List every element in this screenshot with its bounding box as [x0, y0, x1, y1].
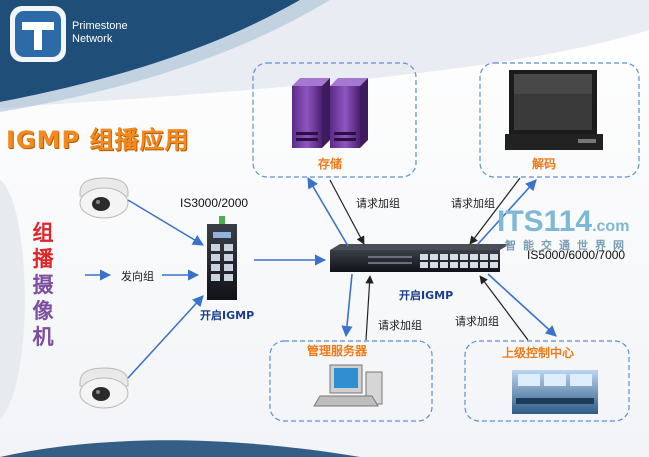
brand-line1: Primestone: [72, 20, 128, 32]
arrow-camera-top-to-switch: [127, 199, 204, 246]
camera-group-char-3: 摄: [32, 273, 54, 297]
header-band: [0, 0, 649, 112]
arrow-camera-bottom-to-switch: [127, 295, 204, 379]
arrow-decoder-join: [469, 177, 521, 245]
camera-group-char-1: 组: [32, 221, 54, 245]
camera-bottom-icon: [79, 367, 129, 409]
control-center-image: [512, 370, 598, 414]
page-title: IGMP 组播应用: [6, 126, 190, 154]
bottom-band: [0, 440, 360, 457]
access-switch-igmp: 开启IGMP: [200, 309, 255, 322]
watermark-main: ITS114: [497, 205, 593, 238]
core-switch-model: IS5000/6000/7000: [527, 248, 626, 262]
decoder-monitor-icon: [505, 70, 603, 150]
left-band: [0, 180, 25, 420]
storage-server-icon: [292, 78, 368, 148]
join-request-decoder: 请求加组: [451, 197, 495, 210]
primestone-logo-icon: [10, 6, 66, 62]
arrow-storage-join: [329, 179, 365, 245]
arrow-mgmt-join: [365, 275, 374, 341]
mgmt-server-box: [269, 340, 433, 422]
mgmt-server-pc-icon: [313, 364, 383, 407]
control-center-box: [464, 340, 630, 422]
camera-group-char-4: 像: [32, 299, 54, 323]
arrow-core-to-mgmt: [341, 273, 353, 338]
decoder-box: [479, 62, 640, 178]
arrow-control-join: [479, 275, 529, 341]
arrow-core-to-storage: [307, 177, 349, 247]
core-switch-icon: [330, 244, 510, 272]
access-switch-model: IS3000/2000: [180, 196, 249, 210]
watermark-subtitle: 智能交通世界网: [505, 240, 631, 252]
its114-watermark: ITS114.com 智能交通世界网: [497, 205, 630, 252]
camera-top-icon: [79, 177, 129, 219]
decoder-title: 解码: [532, 157, 557, 171]
send-group-label: 发向组: [121, 270, 154, 283]
arrow-core-to-decoder: [477, 179, 537, 245]
camera-group-char-5: 机: [32, 325, 54, 349]
storage-box: [252, 62, 417, 178]
access-switch-icon: [207, 216, 237, 300]
core-switch-igmp: 开启IGMP: [399, 289, 454, 302]
arrow-core-to-control: [487, 273, 557, 337]
camera-group-char-2: 播: [32, 247, 54, 271]
control-center-title: 上级控制中心: [502, 346, 575, 360]
join-request-mgmt: 请求加组: [378, 319, 422, 332]
brand-name: Primestone Network: [72, 20, 128, 46]
storage-title: 存储: [318, 157, 343, 171]
brand-line2: Network: [72, 33, 113, 45]
join-request-storage: 请求加组: [356, 197, 400, 210]
mgmt-server-title: 管理服务器: [307, 344, 368, 358]
join-request-control: 请求加组: [455, 315, 499, 328]
camera-group-label: 组 播 摄 像 机: [30, 220, 56, 350]
watermark-suffix: .com: [592, 218, 630, 235]
